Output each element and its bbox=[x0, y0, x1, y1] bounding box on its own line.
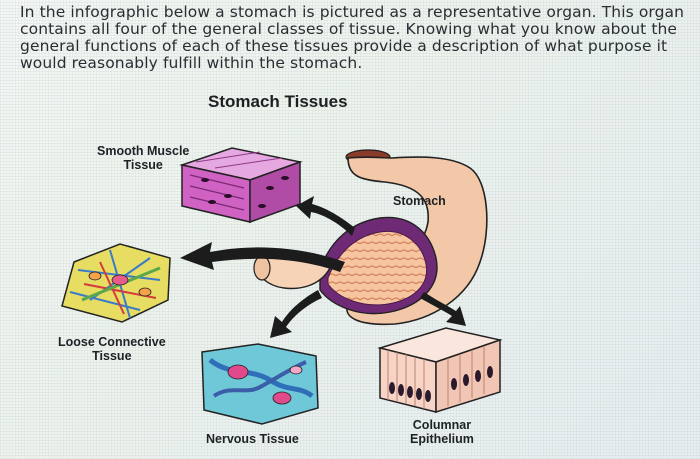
arrow-to-nervous-tissue bbox=[270, 290, 322, 338]
label-smooth-muscle-line2: Tissue bbox=[123, 158, 163, 172]
label-smooth-muscle-line1: Smooth Muscle bbox=[97, 144, 190, 158]
nervous-tissue-image bbox=[201, 343, 319, 425]
arrow-to-loose-connective bbox=[180, 242, 345, 272]
infographic-title: Stomach Tissues bbox=[208, 92, 348, 111]
columnar-epithelium-image bbox=[377, 327, 503, 414]
loose-connective-tissue-image bbox=[61, 243, 171, 323]
label-stomach: Stomach bbox=[393, 194, 446, 208]
label-smooth-muscle-tissue: Smooth Muscle Tissue bbox=[97, 144, 189, 172]
arrow-to-smooth-muscle bbox=[296, 196, 355, 236]
label-columnar-line1: Columnar bbox=[412, 418, 472, 432]
smooth-muscle-tissue-image bbox=[179, 147, 303, 224]
label-loose-connective-tissue: Loose Connective Tissue bbox=[58, 335, 166, 363]
question-text: In the infographic below a stomach is pi… bbox=[20, 3, 685, 72]
label-loose-connective-line1: Loose Connective bbox=[58, 335, 166, 349]
label-nervous-tissue: Nervous Tissue bbox=[206, 432, 299, 446]
arrow-to-columnar-epithelium bbox=[420, 292, 466, 326]
label-columnar-line2: Epithelium bbox=[410, 432, 474, 446]
arrows bbox=[180, 196, 466, 338]
label-columnar-epithelium: Columnar Epithelium bbox=[410, 418, 474, 446]
label-loose-connective-line2: Tissue bbox=[92, 349, 132, 363]
